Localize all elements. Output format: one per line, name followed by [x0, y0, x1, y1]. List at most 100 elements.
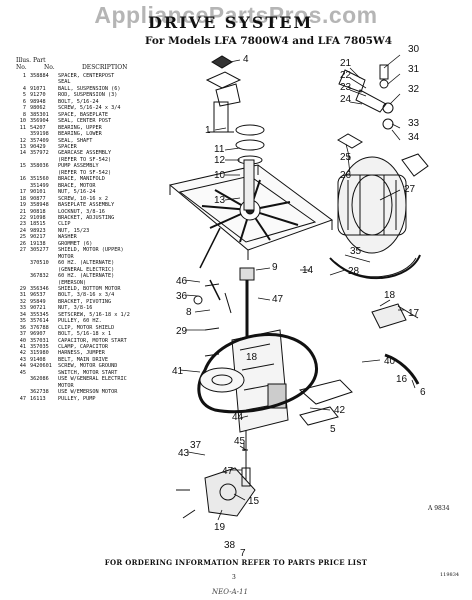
part-description: BASEPLATE ASSEMBLY	[58, 202, 115, 209]
header-partno: No.	[44, 64, 55, 71]
callout-number: 18	[246, 352, 258, 363]
part-illus-number: 19	[19, 202, 26, 209]
part-description: BALL, SUSPENSION (6)	[58, 85, 121, 92]
callout-number: 40	[384, 356, 396, 367]
part-illus-number: 37	[19, 331, 26, 338]
part-illus-number: 41	[19, 344, 26, 351]
header-description: DESCRIPTION	[82, 64, 128, 71]
part-illus-number: 35	[19, 318, 26, 325]
callout-number: 22	[340, 70, 352, 81]
part-number: 357031	[30, 337, 49, 344]
part-number: 315980	[30, 350, 49, 357]
part-illus-number: 13	[19, 143, 26, 150]
part-number: 19138	[30, 240, 46, 247]
part-description: BELT, MAIN DRIVE	[58, 356, 108, 363]
callout-number: 8	[186, 307, 192, 318]
part-description: MOTOR	[58, 253, 74, 260]
callout-number: 35	[350, 246, 362, 257]
callout-number: 6	[420, 387, 426, 398]
callout-number: 11	[214, 144, 225, 155]
part-illus-number: 10	[19, 118, 26, 125]
callout-number: 24	[340, 94, 352, 105]
part-number: 351499	[30, 182, 49, 189]
part-illus-number: 8	[22, 111, 26, 118]
callout-number: 26	[340, 170, 352, 181]
part-number: 18515	[30, 221, 46, 228]
part-illus-number: 44	[19, 363, 26, 370]
part-description: SETSCREW, 5/16-18 x 1/2	[58, 311, 130, 318]
part-description: BOLT, 5/16-18 x 1	[58, 331, 112, 338]
part-number: 90877	[30, 195, 46, 202]
part-description: (REFER TO SF-542)	[58, 156, 112, 163]
part-number: 91071	[30, 85, 46, 92]
part-description: (REFER TO SF-542)	[58, 169, 112, 176]
callout-number: 32	[408, 84, 420, 95]
part-description: (EMERSON)	[58, 279, 87, 286]
part-description: BRACKET, PIVOTING	[58, 298, 112, 305]
callout-number: 15	[248, 496, 260, 507]
part-description: BOLT, 5/16-24	[58, 98, 99, 105]
callout-number: 1	[205, 125, 211, 136]
part-description: 60 HZ. (ALTERNATE)	[58, 260, 115, 267]
part-description: 60 HZ. (ALTERNATE)	[58, 273, 115, 280]
part-description: SHIELD, BOTTOM MOTOR	[58, 285, 121, 292]
part-number: 90721	[30, 305, 46, 312]
part-illus-number: 36	[19, 324, 26, 331]
parts-row: (REFER TO SF-542)	[16, 170, 146, 176]
parts-row: 19 358948 BASEPLATE ASSEMBLY	[16, 202, 146, 208]
callout-number: 46	[176, 276, 188, 287]
callout-number: 30	[408, 44, 420, 55]
part-description: SCREW, 10-16 x 2	[58, 195, 108, 202]
callout-number: 27	[404, 184, 416, 195]
part-description: BRACE, MOTOR	[58, 182, 96, 189]
header-no: No.	[16, 64, 27, 71]
part-number: 370510	[30, 260, 49, 267]
callout-number: 38	[224, 540, 236, 551]
parts-row: MOTOR	[16, 383, 146, 389]
part-number: 357972	[30, 150, 49, 157]
part-number: 90101	[30, 189, 46, 196]
part-illus-number: 25	[19, 234, 26, 241]
callout-number: 17	[408, 308, 420, 319]
part-number: 98948	[30, 98, 46, 105]
parts-row: 351499 BRACE, MOTOR	[16, 183, 146, 189]
part-illus-number: 11	[19, 124, 26, 131]
callout-number: 33	[408, 118, 420, 129]
part-description: GROMMET (6)	[58, 240, 93, 247]
callout-number: 14	[302, 265, 314, 276]
callout-number: 37	[190, 440, 202, 451]
part-number: 358948	[30, 202, 49, 209]
part-number: 356346	[30, 285, 49, 292]
part-number: 90818	[30, 208, 46, 215]
parts-row: (EMERSON)	[16, 280, 146, 286]
part-description: MOTOR	[58, 382, 74, 389]
part-description: CAPACITOR, MOTOR START	[58, 337, 127, 344]
part-description: SCREW, MOTOR GROUND	[58, 363, 118, 370]
callout-number: 41	[172, 366, 184, 377]
part-description: SEAL, CENTER POST	[58, 118, 112, 125]
callout-number: 36	[176, 291, 188, 302]
callout-number: 23	[340, 82, 352, 93]
